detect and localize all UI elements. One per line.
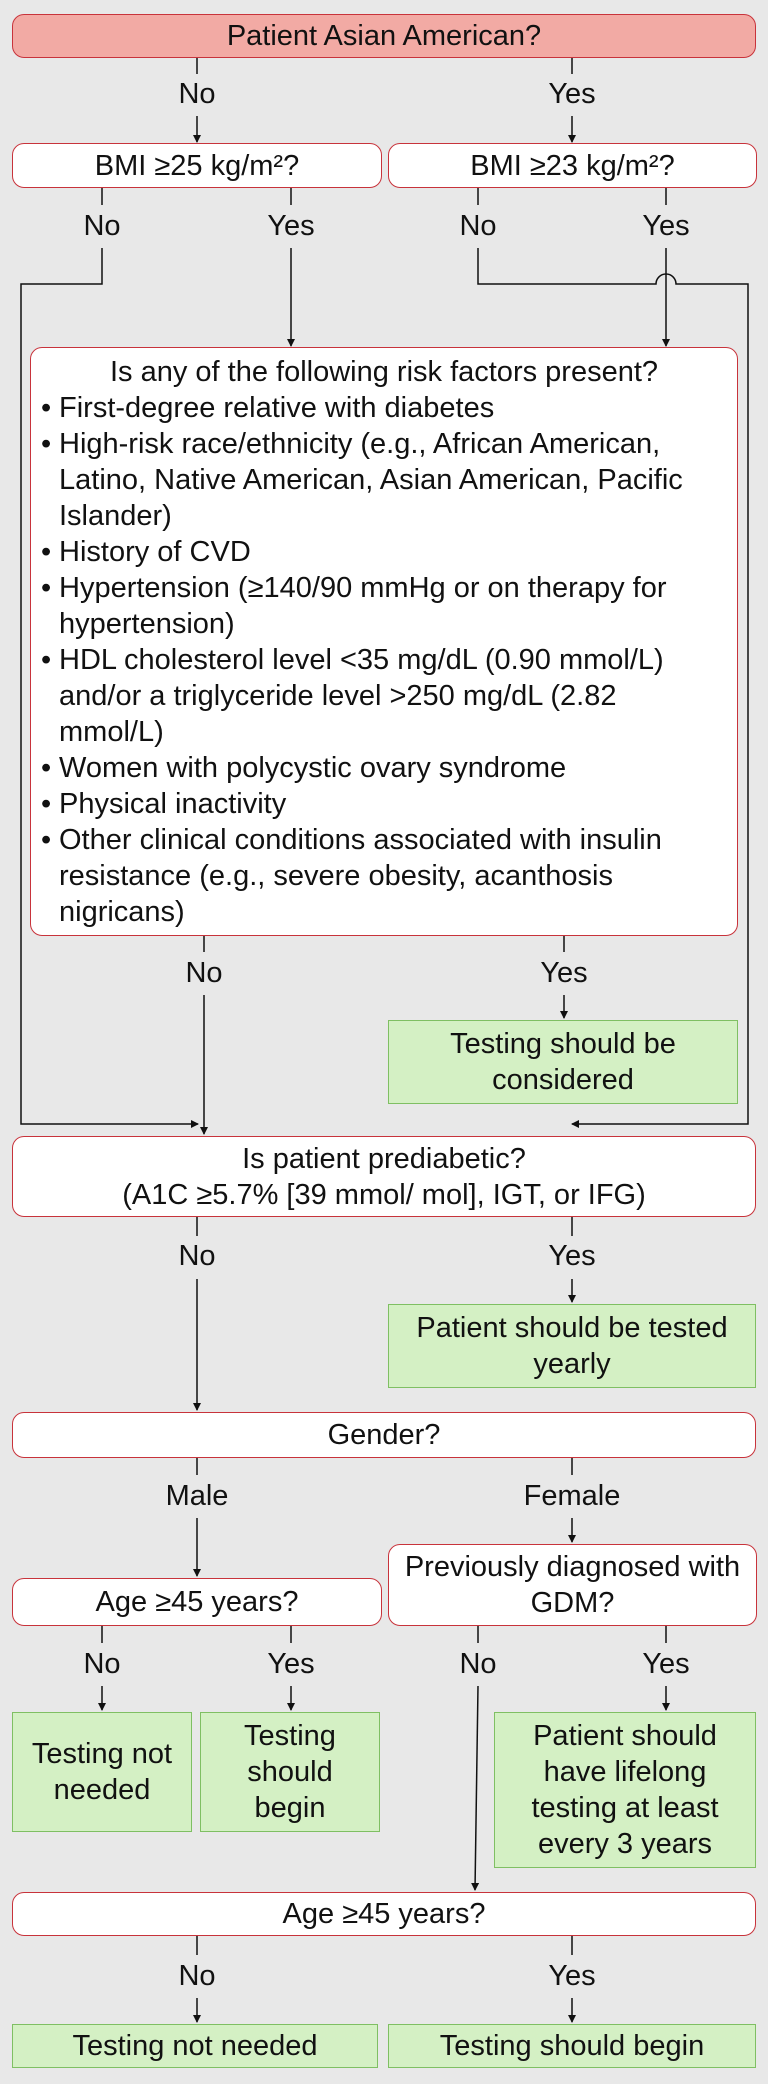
female-testing-not-needed-text: Testing not needed: [72, 2030, 318, 2062]
risk-item: •First-degree relative with diabetes: [41, 390, 727, 426]
gender-text: Gender?: [327, 1419, 441, 1451]
label-bmi25-yes: Yes: [264, 210, 318, 242]
risk-item-text: Physical inactivity: [59, 788, 287, 820]
label-prediabetic-no: No: [175, 1240, 219, 1272]
female-age-node: Age ≥45 years?: [12, 1892, 756, 1936]
prediabetic-node: Is patient prediabetic? (A1C ≥5.7% [39 m…: [12, 1136, 756, 1217]
prediabetic-line2: (A1C ≥5.7% [39 mmol/ mol], IGT, or IFG): [122, 1178, 646, 1211]
gender-node: Gender?: [12, 1412, 756, 1458]
label-start-no: No: [175, 78, 219, 110]
risk-item: •Other clinical conditions associated wi…: [41, 822, 727, 930]
label-risk-no: No: [182, 957, 226, 989]
label-prediabetic-yes: Yes: [545, 1240, 599, 1272]
female-testing-begin-node: Testing should begin: [388, 2024, 756, 2068]
prediabetic-line1: Is patient prediabetic?: [242, 1142, 526, 1175]
male-testing-begin-node: Testing should begin: [200, 1712, 380, 1832]
female-testing-not-needed-node: Testing not needed: [12, 2024, 378, 2068]
testing-considered-text: Testing should be considered: [450, 1028, 676, 1096]
risk-item: •HDL cholesterol level <35 mg/dL (0.90 m…: [41, 642, 727, 750]
male-testing-begin-text: Testing should begin: [244, 1720, 336, 1824]
risk-item-text: Hypertension (≥140/90 mmHg or on therapy…: [59, 572, 667, 640]
bmi-23-node: BMI ≥23 kg/m²?: [388, 143, 757, 188]
label-bmi23-yes: Yes: [639, 210, 693, 242]
risk-factors-node: Is any of the following risk factors pre…: [30, 347, 738, 936]
risk-item: •High-risk race/ethnicity (e.g., African…: [41, 426, 727, 534]
testing-considered-node: Testing should be considered: [388, 1020, 738, 1104]
label-bmi25-no: No: [80, 210, 124, 242]
gdm-text: Previously diagnosed with GDM?: [404, 1551, 741, 1619]
risk-item-text: HDL cholesterol level <35 mg/dL (0.90 mm…: [59, 644, 664, 748]
female-testing-begin-text: Testing should begin: [439, 2030, 705, 2062]
gdm-node: Previously diagnosed with GDM?: [388, 1544, 757, 1626]
risk-item-text: Women with polycystic ovary syndrome: [59, 752, 567, 784]
risk-item-text: High-risk race/ethnicity (e.g., African …: [59, 428, 683, 532]
bmi-23-text: BMI ≥23 kg/m²?: [470, 149, 675, 182]
label-gender-female: Female: [520, 1480, 624, 1512]
label-bmi23-no: No: [456, 210, 500, 242]
male-age-node: Age ≥45 years?: [12, 1578, 382, 1626]
edge-gdm-no: [471, 1685, 480, 1891]
risk-item: •Women with polycystic ovary syndrome: [41, 750, 727, 786]
risk-item: •Physical inactivity: [41, 786, 727, 822]
label-gdm-yes: Yes: [639, 1648, 693, 1680]
label-female-age-yes: Yes: [545, 1960, 599, 1992]
start-node: Patient Asian American?: [12, 14, 756, 58]
label-female-age-no: No: [175, 1960, 219, 1992]
edge-bmi23-no: [477, 248, 749, 1128]
tested-yearly-text: Patient should be tested yearly: [416, 1312, 728, 1380]
risk-item-text: First-degree relative with diabetes: [59, 392, 495, 424]
risk-item-text: History of CVD: [59, 536, 251, 568]
bmi-25-node: BMI ≥25 kg/m²?: [12, 143, 382, 188]
tested-yearly-node: Patient should be tested yearly: [388, 1304, 756, 1388]
bmi-25-text: BMI ≥25 kg/m²?: [94, 149, 300, 182]
label-risk-yes: Yes: [537, 957, 591, 989]
lifelong-testing-text: Patient should have lifelong testing at …: [531, 1720, 719, 1860]
label-male-age-yes: Yes: [264, 1648, 318, 1680]
male-age-text: Age ≥45 years?: [95, 1586, 299, 1618]
label-start-yes: Yes: [545, 78, 599, 110]
risk-item: •Hypertension (≥140/90 mmHg or on therap…: [41, 570, 727, 642]
male-testing-not-needed-node: Testing not needed: [12, 1712, 192, 1832]
lifelong-testing-node: Patient should have lifelong testing at …: [494, 1712, 756, 1868]
risk-item: •History of CVD: [41, 534, 727, 570]
edge-bmi25-no: [20, 248, 199, 1128]
label-gdm-no: No: [456, 1648, 500, 1680]
risk-item-text: Other clinical conditions associated wit…: [59, 824, 662, 928]
label-male-age-no: No: [80, 1648, 124, 1680]
risk-factors-title: Is any of the following risk factors pre…: [109, 356, 659, 388]
female-age-text: Age ≥45 years?: [282, 1898, 486, 1930]
start-node-text: Patient Asian American?: [226, 20, 542, 52]
male-testing-not-needed-text: Testing not needed: [31, 1738, 173, 1806]
label-gender-male: Male: [162, 1480, 232, 1512]
